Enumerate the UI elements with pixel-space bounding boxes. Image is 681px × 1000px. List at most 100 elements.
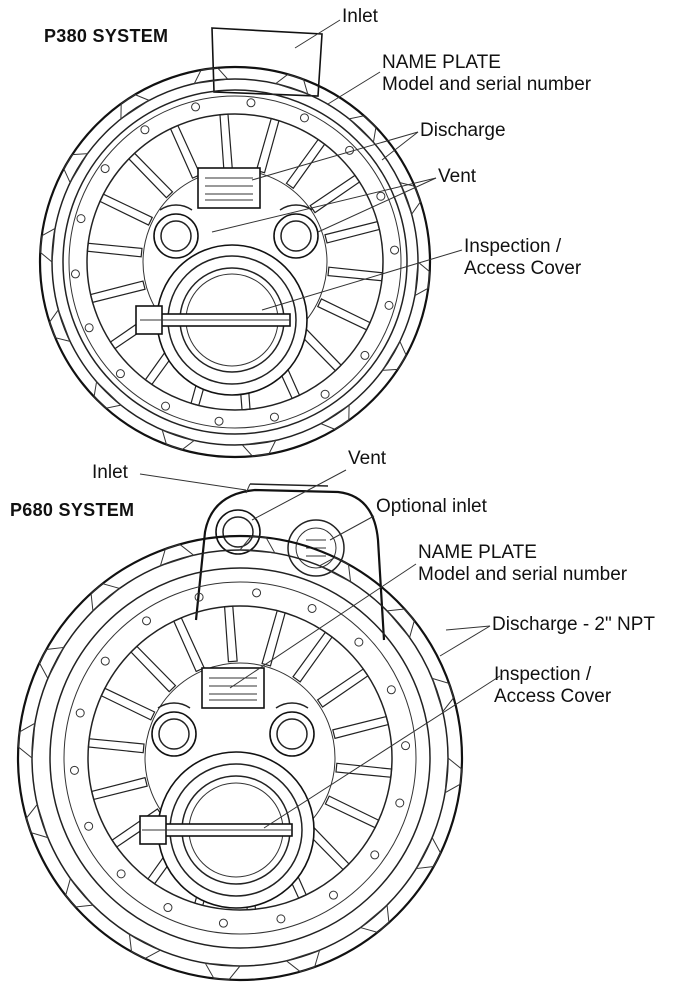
p380-bolt-hole	[76, 214, 86, 224]
p380-rim-lug	[381, 340, 407, 371]
p680-bolt-hole	[142, 616, 152, 626]
p680-bolt-hole	[69, 765, 79, 775]
p380-bolt-hole	[320, 389, 330, 399]
p380-rim-lug	[39, 227, 56, 263]
p380-rim-lug	[241, 439, 277, 457]
p380-bolt-hole	[360, 350, 370, 360]
p680-optional-inlet-label: Optional inlet	[376, 496, 487, 517]
p680-bolt-hole	[75, 708, 85, 718]
p380-spoke	[255, 117, 280, 174]
p680-bolt-hole	[84, 821, 94, 831]
p680-bolt-hole	[401, 741, 411, 751]
p380-bolt-hole	[140, 125, 150, 135]
p380-spoke	[169, 124, 202, 179]
p680-spoke	[130, 645, 177, 693]
p680-bolt-hole	[116, 869, 126, 879]
p680-rim-lug	[444, 757, 463, 794]
p680-rim-lug	[128, 933, 162, 960]
p380-spoke	[86, 242, 143, 258]
p680-spoke	[292, 631, 333, 683]
p680-spoke	[87, 738, 145, 754]
p680-discharge-label: Discharge - 2" NPT	[492, 614, 656, 635]
p680-model-serial-label: Model and serial number	[418, 564, 628, 585]
p680-rim-lug	[90, 583, 121, 612]
p680-bolt-hole	[370, 850, 380, 860]
p380-bolt-hole	[84, 323, 94, 333]
p380-rim-lug	[93, 380, 122, 409]
p680-bolt-hole	[395, 798, 405, 808]
p380-bolt-hole	[191, 102, 201, 112]
p380-spoke	[128, 152, 174, 199]
p380-bolt-hole	[269, 412, 279, 422]
p380-rim-lug	[193, 67, 229, 85]
p680-rim-lug	[318, 556, 352, 583]
p380-bolt-hole	[100, 164, 110, 174]
p380-rim-lugs	[39, 67, 431, 457]
p680-spoke	[261, 609, 286, 667]
p680-rim-lug	[17, 722, 36, 759]
p680-spoke	[332, 715, 389, 740]
p380-title: P380 SYSTEM	[44, 26, 169, 46]
p380-bolt-hole	[70, 269, 80, 279]
p380-bolt-hole	[390, 245, 400, 255]
p380-rim-lug	[319, 404, 350, 430]
p380-rim-lug	[348, 115, 377, 144]
p680-rim-lug	[38, 646, 65, 680]
p380-rim-lug	[274, 73, 309, 95]
p380-rim-lug	[120, 94, 151, 120]
p380-spoke	[99, 193, 154, 226]
p380-basin	[38, 19, 463, 459]
p380-spoke	[327, 266, 384, 282]
p680-name-plate	[201, 667, 265, 709]
p380-rim-lug	[48, 308, 71, 343]
p680-bolt-hole	[354, 637, 364, 647]
p380-bolt-hole	[161, 401, 171, 411]
p680-rim-lug	[159, 543, 195, 567]
p380-model-serial-label: Model and serial number	[382, 74, 592, 95]
p680-inlet-label: Inlet	[92, 462, 128, 483]
p680-inspection-label: Inspection /	[494, 664, 592, 685]
p680-access-cover-label: Access Cover	[494, 686, 612, 707]
p680-rim-lug	[239, 535, 276, 554]
p380-name-plate-label: NAME PLATE	[382, 52, 501, 73]
p380-inlet-label: Inlet	[342, 6, 378, 27]
p680-spoke	[223, 605, 238, 663]
p380-spoke	[219, 113, 233, 170]
p680-spoke	[335, 762, 393, 778]
p380-bolt-hole	[299, 113, 309, 123]
p380-bolt-hole	[384, 300, 394, 310]
p380-rim-lug	[399, 181, 422, 216]
p680-optional-inlet	[287, 519, 345, 577]
p680-vent-label: Vent	[348, 448, 387, 469]
p680-bolt-hole	[307, 603, 317, 613]
p380-rim-lug	[63, 153, 89, 184]
p680-bolt-hole	[252, 588, 262, 598]
p380-spoke	[285, 138, 326, 190]
p380-rim-lug	[161, 429, 196, 451]
p680-bolt-hole	[218, 918, 228, 928]
p380-vent-label: Vent	[438, 166, 477, 187]
p380-rim-lug	[414, 261, 431, 297]
p380-inspection-label: Inspection /	[464, 236, 562, 257]
p680-bolt-hole	[100, 656, 110, 666]
p380-spoke	[89, 280, 146, 304]
p680-rim-lug	[359, 904, 390, 933]
p380-bolt-holes	[70, 98, 400, 426]
p680-spoke	[91, 776, 148, 801]
p680-basin	[16, 469, 501, 982]
p680-spoke	[316, 668, 369, 708]
p680-spoke	[100, 687, 156, 721]
p680-spoke	[111, 808, 164, 848]
p680-rim-lug	[431, 677, 455, 713]
p680-title: P680 SYSTEM	[10, 500, 135, 520]
p380-spoke	[316, 298, 371, 331]
p680-bolt-holes	[69, 588, 411, 928]
p680-rim-lugs	[17, 535, 463, 981]
p380-bolt-hole	[214, 416, 224, 426]
p380-name-plate	[197, 167, 261, 209]
p680-name-plate-label: NAME PLATE	[418, 542, 537, 563]
p380-spoke	[309, 174, 361, 214]
p680-spoke	[173, 617, 205, 673]
p380-bolt-hole	[115, 369, 125, 379]
